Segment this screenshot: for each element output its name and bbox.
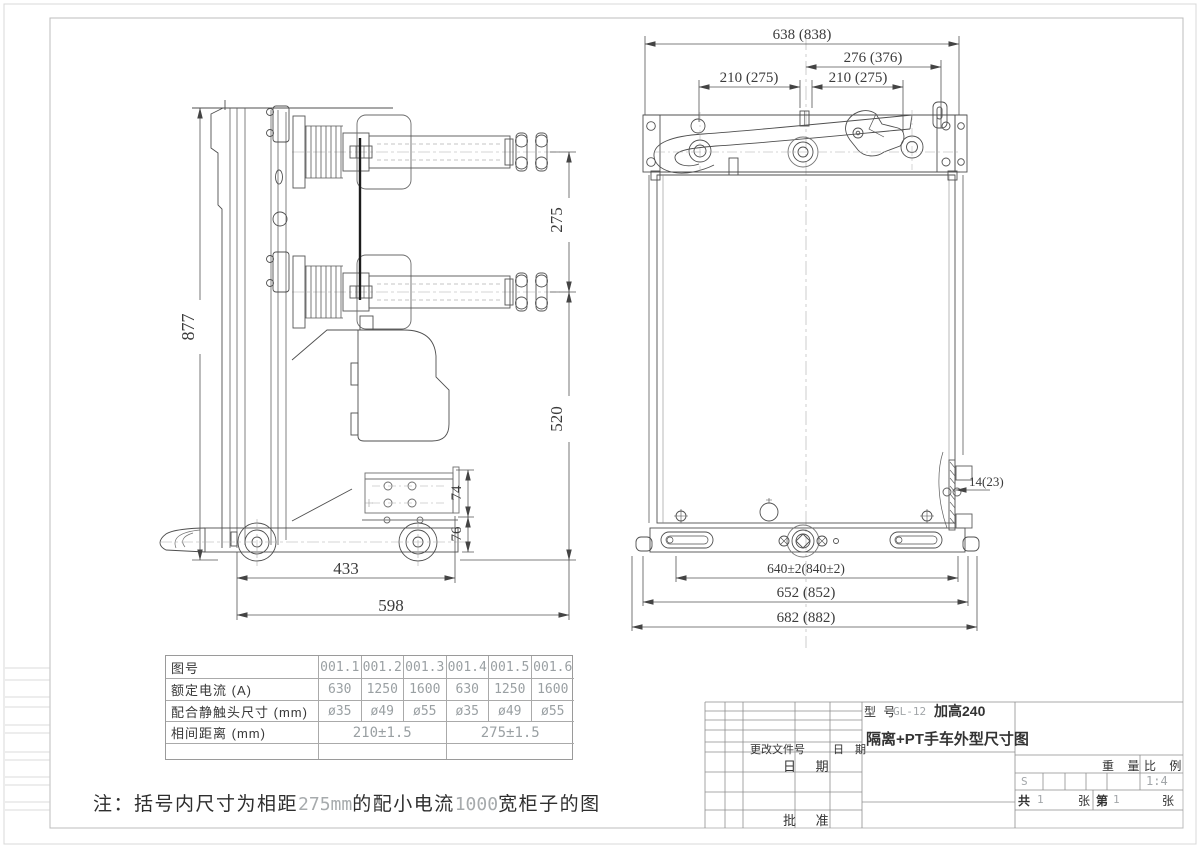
stamp-mark: S xyxy=(1021,775,1028,788)
spec-cell: 001.5 xyxy=(489,656,532,679)
spec-empty-cell xyxy=(447,744,575,759)
scale-value: 1:4 xyxy=(1146,774,1168,788)
note-middle: 的配小电流 xyxy=(352,794,455,815)
title-block-grid xyxy=(704,701,1183,828)
spec-cell: 630 xyxy=(319,679,362,701)
spec-cell: ø49 xyxy=(489,701,532,722)
dim-side-phase-spacing: 275 xyxy=(547,207,566,233)
spec-cell: 001.6 xyxy=(531,656,574,679)
spec-row-label: 配合静触头尺寸 (mm) xyxy=(166,701,319,722)
sheets-total-value: 1 xyxy=(1037,793,1044,806)
margin-revision-strip xyxy=(5,667,50,811)
spec-empty-row xyxy=(166,744,319,759)
spec-cell: ø55 xyxy=(404,701,447,722)
front-view-dimensions xyxy=(631,36,990,631)
spec-cell: 1600 xyxy=(531,679,574,701)
spec-row-label: 额定电流 (A) xyxy=(166,679,319,701)
model-label: 型 号 xyxy=(864,705,898,719)
spec-cell: 1250 xyxy=(489,679,532,701)
spec-cell: ø55 xyxy=(531,701,574,722)
spec-cell: ø35 xyxy=(446,701,489,722)
dim-side-inner-width: 433 xyxy=(333,559,359,578)
front-view xyxy=(635,36,980,648)
side-view xyxy=(159,100,561,566)
spec-cell: 001.3 xyxy=(404,656,447,679)
spec-cell: 630 xyxy=(446,679,489,701)
spec-cell: 001.2 xyxy=(361,656,404,679)
spec-cell: ø49 xyxy=(361,701,404,722)
note-suffix: 宽柜子的图 xyxy=(498,794,601,815)
dim-front-edge-offset: 14(23) xyxy=(969,474,1004,489)
spec-cell-span: 210±1.5 xyxy=(319,722,447,744)
dim-front-top-right: 276 (376) xyxy=(844,50,903,66)
spec-cell: ø35 xyxy=(319,701,362,722)
dim-front-base-mid: 652 (852) xyxy=(777,585,836,601)
dim-side-base-height: 76 xyxy=(449,526,465,542)
dim-front-top-overall: 638 (838) xyxy=(773,27,832,43)
change-file-label: 更改文件号 xyxy=(750,744,805,756)
model-suffix: 加高240 xyxy=(934,703,986,719)
sheet-no-unit: 张 xyxy=(1162,794,1175,808)
spec-cell: 001.4 xyxy=(446,656,489,679)
dim-side-lower-height: 520 xyxy=(547,406,566,432)
page-border xyxy=(3,3,1197,845)
sheets-total-unit: 张 xyxy=(1078,794,1091,808)
weight-label: 重 量 xyxy=(1102,759,1145,773)
sheet-no-value: 1 xyxy=(1113,793,1120,806)
change-date-label: 日 期 xyxy=(833,744,871,756)
spec-cell: 1600 xyxy=(404,679,447,701)
date-label: 日 期 xyxy=(783,759,837,774)
drawing-note: 注：括号内尺寸为相距275mm的配小电流1000宽柜子的图 xyxy=(93,789,601,816)
spec-empty-cell xyxy=(319,744,447,759)
spec-cell: 001.1 xyxy=(319,656,362,679)
dim-front-base-inner: 640±2(840±2) xyxy=(767,561,845,576)
spec-table: 图号 001.1 001.2 001.3 001.4 001.5 001.6 额… xyxy=(165,655,575,760)
note-prefix: 注：括号内尺寸为相距 xyxy=(93,794,299,815)
sheets-total-label: 共 xyxy=(1018,794,1031,808)
note-dim2: 1000 xyxy=(454,794,499,815)
scale-label: 比 例 xyxy=(1144,759,1187,773)
side-view-dimensions xyxy=(192,107,576,620)
dim-side-overall-width: 598 xyxy=(378,596,404,615)
edge-bracket xyxy=(938,451,973,531)
spec-row-label: 图号 xyxy=(166,656,319,679)
dim-front-base-overall: 682 (882) xyxy=(777,610,836,626)
dim-front-half-right: 210 (275) xyxy=(829,70,888,86)
spec-row-label: 相间距离 (mm) xyxy=(166,722,319,744)
model-value: GL-12 xyxy=(893,705,927,718)
spec-cell-span: 275±1.5 xyxy=(446,722,574,744)
drawing-title: 隔离+PT手车外型尺寸图 xyxy=(866,731,1029,748)
dim-front-half-left: 210 (275) xyxy=(720,70,779,86)
note-dim1: 275mm xyxy=(298,794,353,815)
spec-cell: 1250 xyxy=(361,679,404,701)
dim-side-overall-height: 877 xyxy=(178,314,198,341)
sheet-no-label: 第 xyxy=(1096,794,1109,808)
dim-side-bracket-height: 74 xyxy=(449,485,465,501)
approve-label: 批 准 xyxy=(783,813,837,828)
